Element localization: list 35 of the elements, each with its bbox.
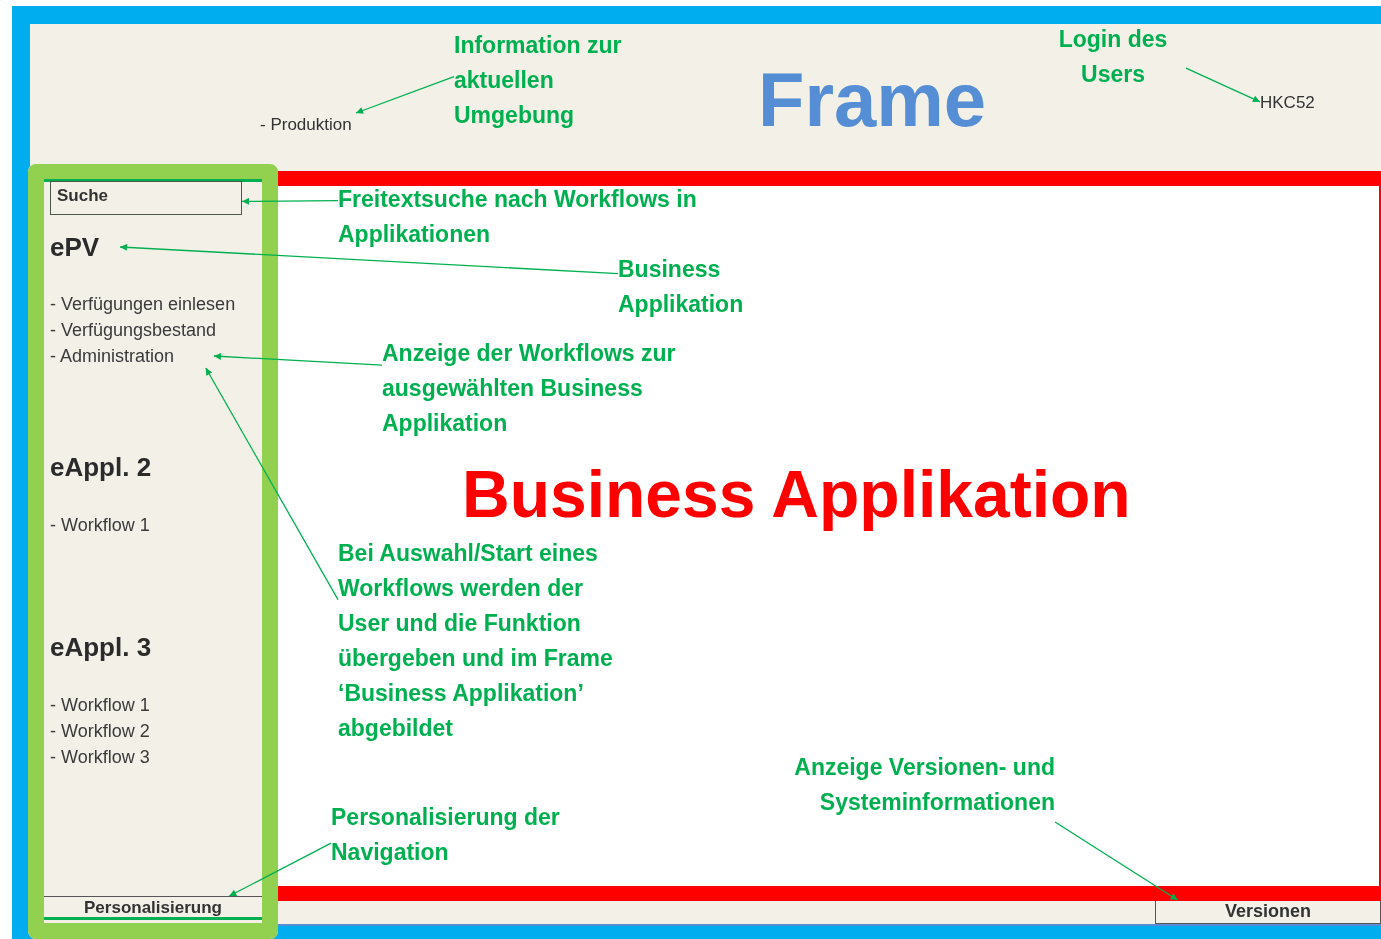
annotation-text: Personalisierung der Navigation	[331, 800, 621, 872]
menu-item: - Workflow 1	[50, 513, 200, 537]
content-area	[278, 171, 1381, 901]
annotation-text: Anzeige der Workflows zur ausgewählten Business Applikation	[382, 336, 732, 444]
annotation-text: Business Applikation	[618, 252, 788, 324]
versions-tab: Versionen	[1155, 900, 1381, 924]
annotation-text: Freitextsuche nach Workflows in Applikationen	[338, 182, 768, 254]
menu-item: - Administration	[50, 344, 214, 368]
app-heading: ePV	[50, 230, 120, 264]
app-heading: eAppl. 2	[50, 450, 180, 484]
leader-arrow	[213, 352, 383, 366]
personalization-bar: Personalisierung	[44, 896, 262, 918]
annotation-text: Information zur aktuellen Umgebung	[454, 28, 664, 136]
frame-title: Frame	[758, 62, 987, 138]
annotation-text: Anzeige Versionen- und Systeminformationen	[750, 750, 1055, 822]
app-frame	[12, 6, 1381, 939]
leader-arrow	[241, 197, 339, 205]
leader-arrow	[205, 367, 339, 601]
leader-arrow	[228, 842, 332, 897]
info-text: - Produktion	[260, 113, 380, 137]
annotation-text: Bei Auswahl/Start eines Workflows werden der User und die Funktion übergeben und im Frame ‘Business Applikation’ abgebildet	[338, 536, 630, 748]
search-field: Suche	[50, 181, 242, 215]
menu-item: - Verfügungsbestand	[50, 318, 262, 342]
navigation-panel	[28, 164, 278, 939]
menu-item: - Verfügungen einlesen	[50, 292, 262, 316]
info-text: HKC52	[1260, 91, 1330, 115]
leader-arrow	[1054, 821, 1179, 901]
menu-item: - Workflow 3	[50, 745, 200, 769]
app-heading: eAppl. 3	[50, 630, 180, 664]
leader-arrow	[1185, 67, 1261, 103]
annotation-text: Login des Users	[1040, 22, 1186, 94]
leader-arrow	[119, 243, 619, 275]
menu-item: - Workflow 2	[50, 719, 200, 743]
leader-arrow	[355, 75, 455, 114]
menu-item: - Workflow 1	[50, 693, 200, 717]
